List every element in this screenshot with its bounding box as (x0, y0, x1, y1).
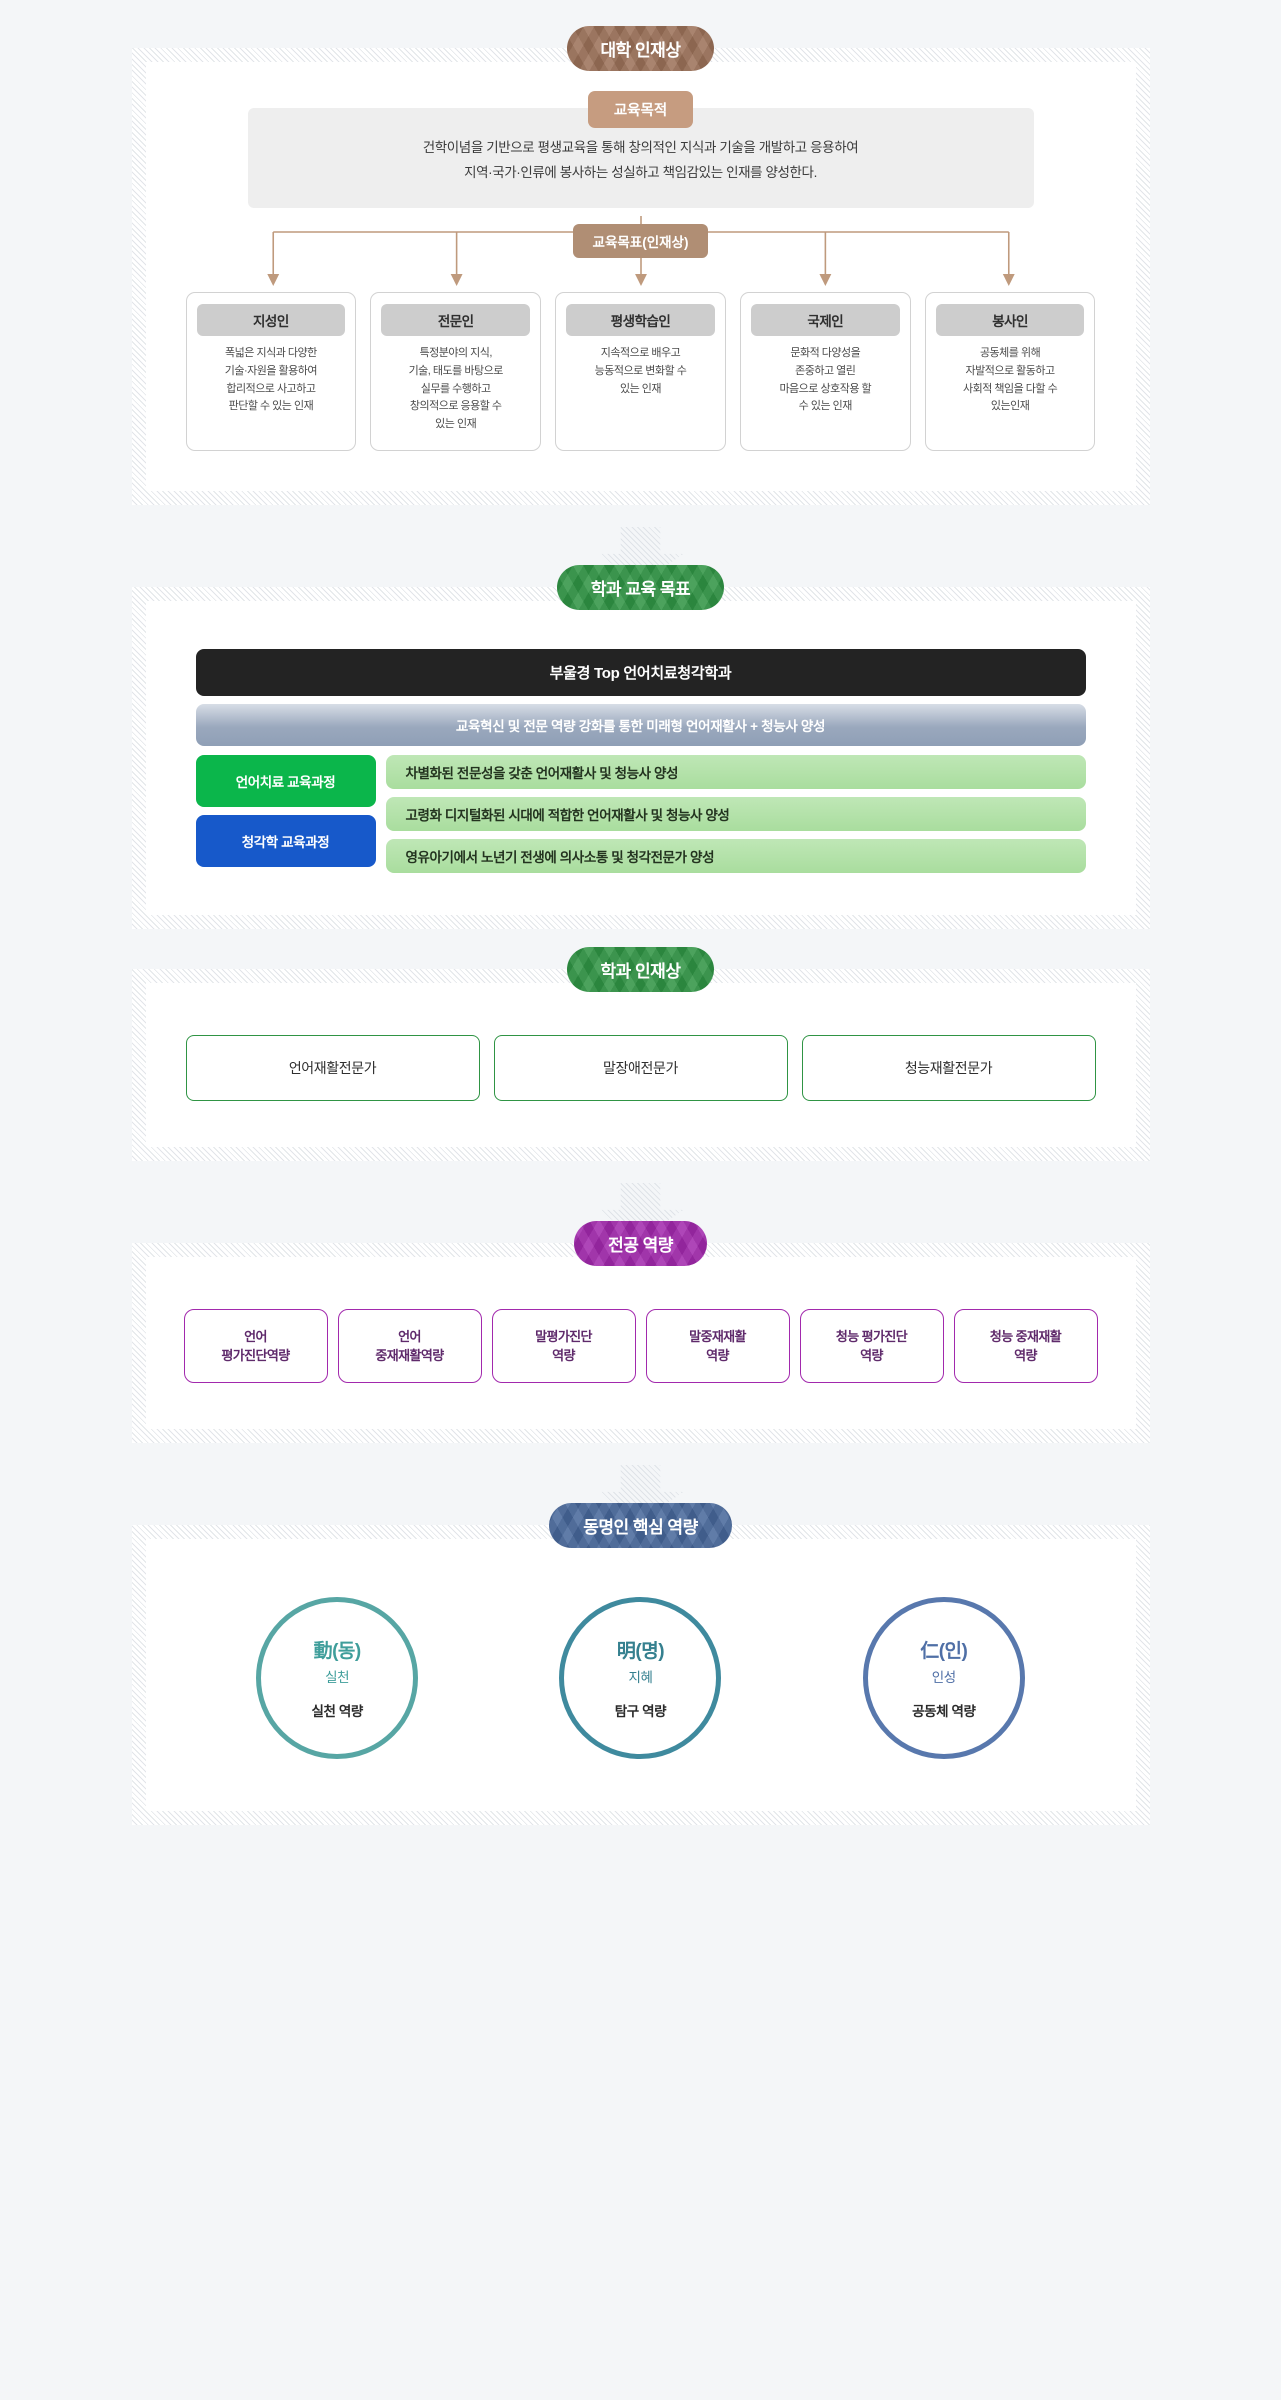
core-circle-name: 탐구 역량 (614, 1704, 667, 1719)
core-circle-sub: 지혜 (628, 1670, 653, 1685)
track-row: 차별화된 전문성을 갖춘 언어재활사 및 청능사 양성 (385, 755, 1086, 789)
track-row: 고령화 디지털화된 시대에 적합한 언어재활사 및 청능사 양성 (385, 797, 1086, 831)
core-circle-hanja: 仁(인) (920, 1641, 968, 1662)
flow-arrow-1-wrap (0, 527, 1281, 587)
goal-card: 지성인 폭넓은 지식과 다양한 기술·자원을 활용하여 합리적으로 사고하고 판… (185, 291, 357, 451)
section-department-talent: 학과 인재상 언어재활전문가 말장애전문가 청능재활전문가 (131, 957, 1150, 1161)
section-title-department-talent: 학과 인재상 (567, 947, 715, 992)
goal-card: 전문인 특정분야의 지식, 기술, 태도를 바탕으로 실무를 수행하고 창의적으… (370, 291, 542, 451)
flow-arrow-3-wrap (0, 1465, 1281, 1525)
department-subheadline: 교육혁신 및 전문 역량 강화를 통한 미래형 언어재활사 + 청능사 양성 (195, 704, 1086, 746)
goal-card-title: 평생학습인 (566, 303, 715, 336)
department-headline: 부울경 Top 언어치료청각학과 (195, 649, 1086, 696)
track-label-audiology: 청각학 교육과정 (195, 815, 376, 867)
talent-card: 말장애전문가 (493, 1035, 788, 1101)
goal-card: 국제인 문화적 다양성을 존중하고 열린 마음으로 상호작용 할 수 있는 인재 (739, 291, 911, 451)
section-core-competency: 동명인 핵심 역량 動(동) 실천 실천 역량 明(명) 지혜 탐구 역량 (131, 1513, 1150, 1825)
curriculum-track-grid: 언어치료 교육과정 청각학 교육과정 차별화된 전문성을 갖춘 언어재활사 및 … (195, 755, 1086, 873)
goal-card-desc: 공동체를 위해 자발적으로 활동하고 사회적 책임을 다할 수 있는인재 (962, 346, 1058, 413)
education-goal-label: 교육목표(인재상) (572, 223, 709, 258)
core-circle: 仁(인) 인성 공동체 역량 (862, 1597, 1025, 1759)
education-goal-card-list: 지성인 폭넓은 지식과 다양한 기술·자원을 활용하여 합리적으로 사고하고 판… (185, 291, 1096, 451)
education-purpose-block: 교육목적 건학이념을 기반으로 평생교육을 통해 창의적인 지식과 기술을 개발… (247, 91, 1034, 208)
core-circle-sub: 실천 (325, 1670, 350, 1685)
flow-arrow-2-wrap (0, 1183, 1281, 1243)
core-circle-hanja: 明(명) (616, 1641, 665, 1662)
goal-card: 봉사인 공동체를 위해 자발적으로 활동하고 사회적 책임을 다할 수 있는인재 (924, 291, 1096, 451)
core-circle-name: 공동체 역량 (912, 1704, 976, 1719)
section-major-competency: 전공 역량 언어 평가진단역량 언어 중재재활역량 말평가진단 역량 말중재재활… (131, 1231, 1150, 1443)
talent-card: 청능재활전문가 (801, 1035, 1096, 1101)
core-circle-hanja: 動(동) (313, 1641, 362, 1662)
competency-card: 언어 평가진단역량 (183, 1309, 328, 1383)
section-title-department-goal: 학과 교육 목표 (557, 565, 724, 610)
section-department-goal: 학과 교육 목표 부울경 Top 언어치료청각학과 교육혁신 및 전문 역량 강… (131, 575, 1150, 929)
track-row: 영유아기에서 노년기 전생에 의사소통 및 청각전문가 양성 (385, 839, 1086, 873)
section-frame: 교육목적 건학이념을 기반으로 평생교육을 통해 창의적인 지식과 기술을 개발… (131, 48, 1150, 505)
competency-card: 언어 중재재활역량 (337, 1309, 482, 1383)
goal-card-desc: 지속적으로 배우고 능동적으로 변화할 수 있는 인재 (594, 346, 687, 395)
talent-card: 언어재활전문가 (185, 1035, 480, 1101)
core-circle: 動(동) 실천 실천 역량 (256, 1597, 419, 1759)
track-label-speech-therapy: 언어치료 교육과정 (195, 755, 376, 807)
competency-card: 청능 평가진단 역량 (799, 1309, 944, 1383)
goal-card-title: 봉사인 (935, 303, 1085, 336)
section-title-major-competency: 전공 역량 (574, 1221, 707, 1266)
core-circle-name: 실천 역량 (311, 1704, 363, 1719)
competency-card: 청능 중재재활 역량 (953, 1309, 1098, 1383)
goal-card-desc: 폭넓은 지식과 다양한 기술·자원을 활용하여 합리적으로 사고하고 판단할 수… (224, 346, 318, 413)
section-title-university: 대학 인재상 (567, 26, 715, 71)
education-purpose-label: 교육목적 (587, 91, 694, 128)
section-university-talent: 대학 인재상 교육목적 건학이념을 기반으로 평생교육을 통해 창의적인 지식과… (131, 36, 1150, 505)
core-circle-sub: 인성 (931, 1670, 956, 1685)
talent-card-list: 언어재활전문가 말장애전문가 청능재활전문가 (185, 1035, 1096, 1101)
section-title-core-competency: 동명인 핵심 역량 (549, 1503, 731, 1548)
competency-card-list: 언어 평가진단역량 언어 중재재활역량 말평가진단 역량 말중재재활 역량 청능… (183, 1309, 1098, 1383)
goal-card-desc: 특정분야의 지식, 기술, 태도를 바탕으로 실무를 수행하고 창의적으로 응용… (408, 346, 504, 431)
competency-card: 말평가진단 역량 (491, 1309, 636, 1383)
goal-card-title: 국제인 (750, 303, 900, 336)
goal-card-title: 전문인 (381, 303, 531, 336)
competency-card: 말중재재활 역량 (645, 1309, 790, 1383)
goal-card-title: 지성인 (196, 303, 346, 336)
core-circle: 明(명) 지혜 탐구 역량 (559, 1597, 722, 1759)
core-circle-list: 動(동) 실천 실천 역량 明(명) 지혜 탐구 역량 仁(인) 인성 공동체 … (186, 1597, 1096, 1759)
goal-card: 평생학습인 지속적으로 배우고 능동적으로 변화할 수 있는 인재 (555, 291, 726, 451)
goal-card-desc: 문화적 다양성을 존중하고 열린 마음으로 상호작용 할 수 있는 인재 (779, 346, 872, 413)
connector-tree: 교육목표(인재상) (186, 215, 1096, 290)
